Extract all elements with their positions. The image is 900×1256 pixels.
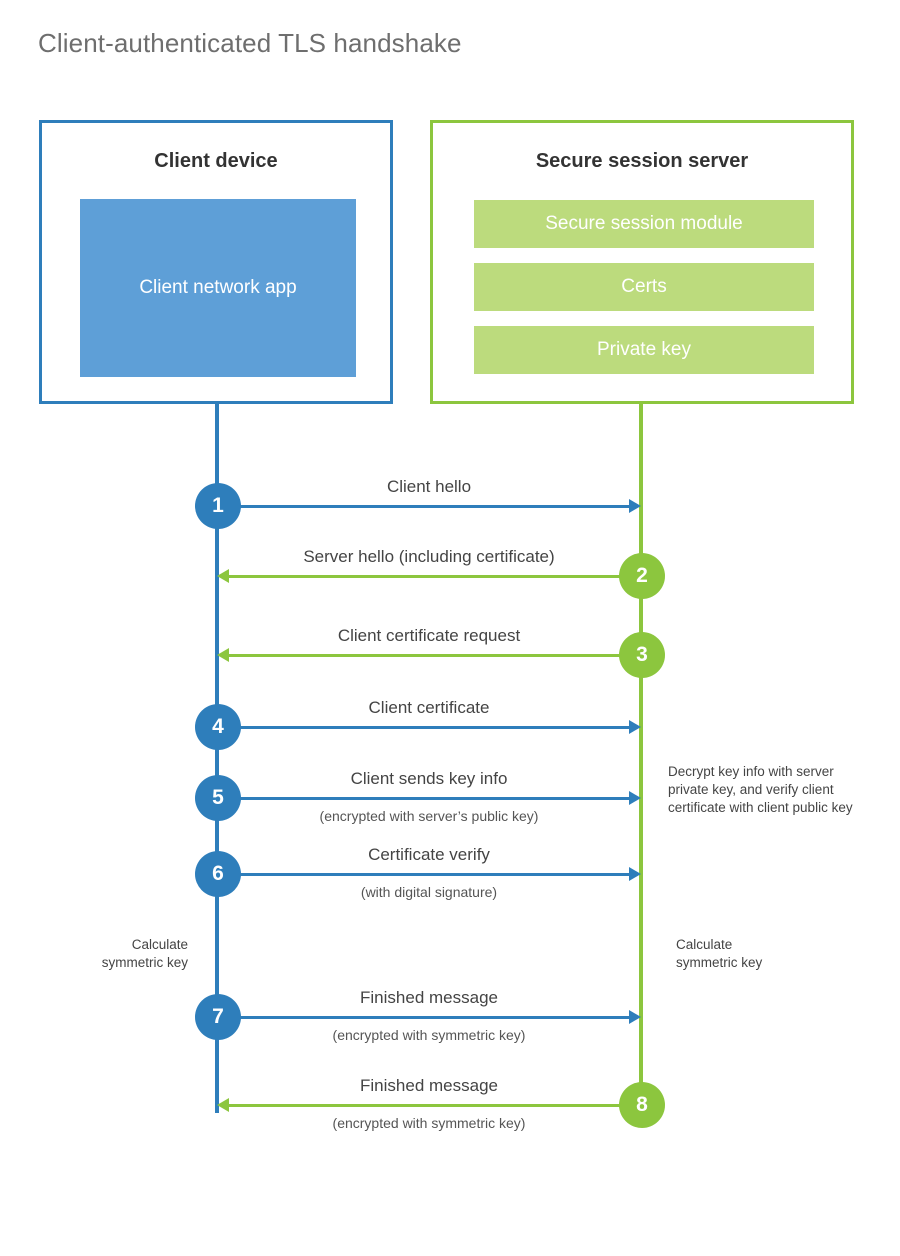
- message-arrowhead-1: [629, 499, 641, 513]
- message-arrowhead-7: [629, 1010, 641, 1024]
- step-circle-4[interactable]: 4: [195, 704, 241, 750]
- message-label-4: Client certificate: [368, 698, 490, 717]
- message-arrow-line-6: [217, 873, 629, 876]
- message-arrowhead-5: [629, 791, 641, 805]
- message-arrowhead-3: [217, 648, 229, 662]
- message-label-1: Client hello: [386, 477, 472, 496]
- message-label-6: Certificate verify: [368, 845, 490, 864]
- step-circle-2[interactable]: 2: [619, 553, 665, 599]
- client-device-title: Client device: [154, 150, 278, 172]
- message-sublabel-8: (encrypted with symmetric key): [332, 1115, 526, 1131]
- note-server-calculate-symmetric-key: Calculate symmetric key: [676, 936, 876, 972]
- step-circle-3[interactable]: 3: [619, 632, 665, 678]
- actor-box-secure-session-server: Secure session server Secure session mod…: [430, 120, 854, 404]
- note-line-2: symmetric key: [101, 955, 188, 971]
- message-arrow-line-8: [229, 1104, 641, 1107]
- server-component-certs: Certs: [474, 263, 814, 311]
- message-sublabel-7: (encrypted with symmetric key): [332, 1027, 526, 1043]
- client-network-app-box: Client network app: [80, 199, 356, 377]
- client-lifeline: [215, 404, 219, 1113]
- step-circle-6[interactable]: 6: [195, 851, 241, 897]
- step-circle-7[interactable]: 7: [195, 994, 241, 1040]
- note-line-1: Calculate: [131, 937, 188, 952]
- message-arrow-line-4: [217, 726, 629, 729]
- message-arrow-line-5: [217, 797, 629, 800]
- page-title: Client-authenticated TLS handshake: [38, 28, 462, 58]
- message-label-8: Finished message: [360, 1076, 498, 1095]
- step-circle-1[interactable]: 1: [195, 483, 241, 529]
- message-arrowhead-6: [629, 867, 641, 881]
- message-label-7: Finished message: [360, 988, 498, 1007]
- secure-session-server-title: Secure session server: [535, 150, 749, 172]
- step-circle-8[interactable]: 8: [619, 1082, 665, 1128]
- message-arrowhead-8: [217, 1098, 229, 1112]
- note-server-decrypt-verify: Decrypt key info with server private key…: [668, 764, 853, 816]
- message-arrow-line-2: [229, 575, 641, 578]
- note-client-calculate-symmetric-key: Calculate symmetric key: [0, 936, 188, 972]
- actor-box-client-device: Client device Client network app: [39, 120, 393, 404]
- message-arrow-line-7: [217, 1016, 629, 1019]
- server-component-secure-session-module: Secure session module: [474, 200, 814, 248]
- message-label-5: Client sends key info: [350, 769, 508, 788]
- server-component-private-key: Private key: [474, 326, 814, 374]
- message-sublabel-5: (encrypted with server’s public key): [319, 808, 539, 824]
- message-label-3: Client certificate request: [337, 626, 521, 645]
- message-sublabel-6: (with digital signature): [360, 884, 498, 900]
- note-line-1: Calculate: [676, 937, 733, 952]
- message-arrow-line-3: [229, 654, 641, 657]
- message-arrowhead-2: [217, 569, 229, 583]
- server-lifeline: [639, 404, 643, 1106]
- message-arrow-line-1: [217, 505, 629, 508]
- step-circle-5[interactable]: 5: [195, 775, 241, 821]
- message-arrowhead-4: [629, 720, 641, 734]
- message-label-2: Server hello (including certificate): [303, 547, 555, 566]
- note-line-2: symmetric key: [676, 955, 763, 971]
